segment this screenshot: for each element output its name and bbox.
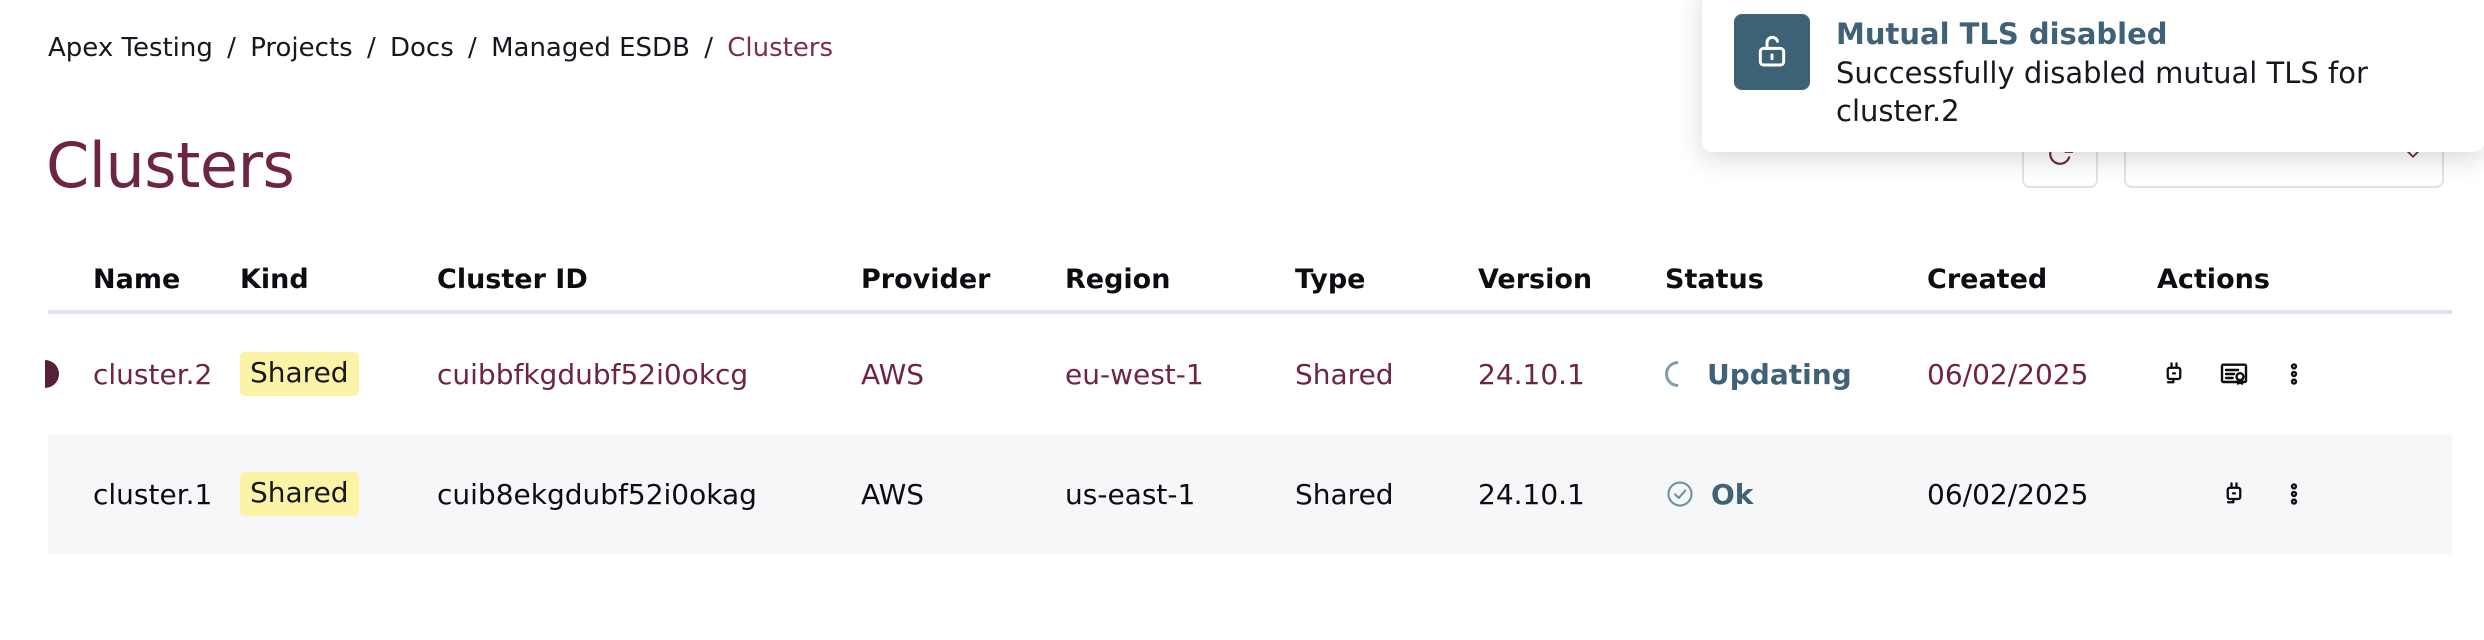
toast-notification[interactable]: Mutual TLS disabled Successfully disable… xyxy=(1702,0,2484,152)
cell-cluster-id[interactable]: cuibbfkgdubf52i0okcg xyxy=(437,357,749,391)
status-badge: Updating xyxy=(1659,355,1927,393)
cell-name[interactable]: cluster.1 xyxy=(93,477,213,511)
toast-body: Mutual TLS disabled Successfully disable… xyxy=(1836,14,2436,130)
breadcrumb-item-apex-testing[interactable]: Apex Testing xyxy=(48,33,213,63)
cell-actions xyxy=(2157,477,2337,511)
table-row[interactable]: cluster.2 Shared cuibbfkgdubf52i0okcg AW… xyxy=(45,314,2452,434)
certificate-icon[interactable] xyxy=(2217,357,2251,391)
cell-provider: AWS xyxy=(861,357,925,391)
cell-status: Ok xyxy=(1665,478,1927,511)
row-actions xyxy=(2157,477,2337,511)
more-vertical-icon[interactable] xyxy=(2277,357,2311,391)
table-row[interactable]: cluster.1 Shared cuib8ekgdubf52i0okag AW… xyxy=(48,434,2452,554)
cell-kind: Shared xyxy=(240,352,437,396)
toast-message: Successfully disabled mutual TLS for clu… xyxy=(1836,56,2368,128)
row-selected-indicator xyxy=(45,360,59,388)
cell-region: eu-west-1 xyxy=(1065,357,1204,391)
cell-status: Updating xyxy=(1659,355,1927,393)
column-header-created[interactable]: Created xyxy=(1927,263,2048,295)
status-label: Updating xyxy=(1707,357,1852,391)
kind-badge: Shared xyxy=(240,472,359,516)
cell-version: 24.10.1 xyxy=(1478,357,1585,391)
cell-created: 06/02/2025 xyxy=(1927,477,2089,511)
breadcrumb-separator: / xyxy=(366,33,376,63)
column-header-type[interactable]: Type xyxy=(1295,263,1366,295)
unlock-icon xyxy=(1752,30,1792,74)
cell-provider: AWS xyxy=(861,477,925,511)
cell-version: 24.10.1 xyxy=(1478,477,1585,511)
cell-created: 06/02/2025 xyxy=(1927,357,2089,391)
status-badge: Ok xyxy=(1665,478,1927,511)
cell-region: us-east-1 xyxy=(1065,477,1196,511)
column-header-status[interactable]: Status xyxy=(1665,263,1764,295)
cell-type: Shared xyxy=(1295,357,1394,391)
check-circle-icon xyxy=(1665,479,1695,509)
column-header-name[interactable]: Name xyxy=(93,263,181,295)
kind-badge: Shared xyxy=(240,352,359,396)
table-header-row: Name Kind Cluster ID Provider Region Typ… xyxy=(48,248,2452,310)
toast-icon-container xyxy=(1734,14,1810,90)
breadcrumb-separator: / xyxy=(227,33,236,63)
row-actions xyxy=(2157,357,2337,391)
breadcrumb-separator: / xyxy=(704,33,713,63)
cell-cluster-id[interactable]: cuib8ekgdubf52i0okag xyxy=(437,477,757,511)
breadcrumb-item-docs[interactable]: Docs xyxy=(390,33,454,63)
more-vertical-icon[interactable] xyxy=(2277,477,2311,511)
breadcrumb-item-clusters[interactable]: Clusters xyxy=(727,33,834,63)
column-header-region[interactable]: Region xyxy=(1065,263,1171,295)
status-label: Ok xyxy=(1711,477,1754,511)
clusters-table: Name Kind Cluster ID Provider Region Typ… xyxy=(45,248,2452,554)
breadcrumb-item-projects[interactable]: Projects xyxy=(250,33,353,63)
column-header-actions: Actions xyxy=(2157,263,2270,295)
column-header-version[interactable]: Version xyxy=(1478,263,1593,295)
chevron-down-icon xyxy=(2402,143,2424,171)
cell-kind: Shared xyxy=(240,472,437,516)
page-title: Clusters xyxy=(46,128,295,202)
column-header-provider[interactable]: Provider xyxy=(861,263,991,295)
cell-actions xyxy=(2157,357,2337,391)
column-header-kind[interactable]: Kind xyxy=(240,263,309,295)
action-spacer xyxy=(2157,477,2191,511)
spinner-icon xyxy=(1659,355,1697,393)
table-header-divider xyxy=(48,310,2452,314)
plug-icon[interactable] xyxy=(2217,477,2251,511)
breadcrumb-item-managed-esdb[interactable]: Managed ESDB xyxy=(491,33,690,63)
cell-name[interactable]: cluster.2 xyxy=(93,357,213,391)
column-header-cluster-id[interactable]: Cluster ID xyxy=(437,263,588,295)
breadcrumb: Apex Testing / Projects / Docs / Managed… xyxy=(48,33,833,63)
toast-title: Mutual TLS disabled xyxy=(1836,17,2168,51)
cell-type: Shared xyxy=(1295,477,1394,511)
breadcrumb-separator: / xyxy=(468,33,477,63)
plug-icon[interactable] xyxy=(2157,357,2191,391)
